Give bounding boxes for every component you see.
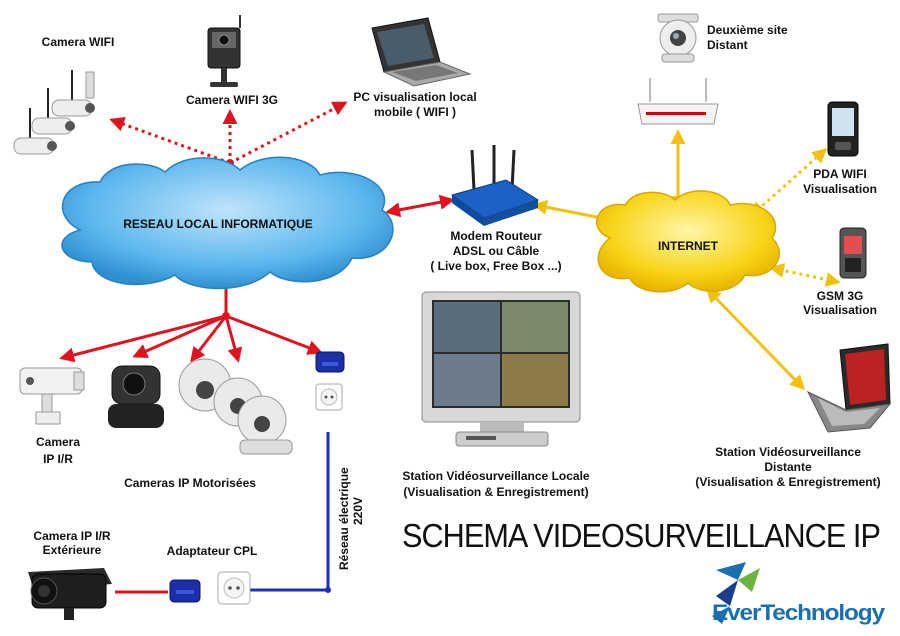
- gsm-label-line2: Visualisation: [803, 303, 877, 317]
- pda-label-line1: PDA WIFI: [813, 167, 867, 181]
- exterior-camera-label-line1: Camera IP I/R: [33, 529, 110, 543]
- exterior-camera-label-line2: Extérieure: [43, 543, 102, 557]
- laptop-icon[interactable]: [371, 17, 472, 87]
- exterior-camera-icon[interactable]: [28, 568, 112, 620]
- motorised-label: Cameras IP Motorisées: [124, 476, 256, 490]
- modem-router-icon[interactable]: [450, 145, 540, 226]
- link-lan-cpl: [225, 314, 323, 355]
- link-internet-remote-station: [705, 287, 806, 391]
- lan-cloud: RESEAU LOCAL INFORMATIQUE: [61, 156, 394, 290]
- link-internet-gsm: [769, 263, 841, 287]
- internet-label: INTERNET: [658, 239, 719, 253]
- ptz-camera-white-icon[interactable]: [178, 358, 293, 455]
- modem-label-line2: ADSL ou Câble: [453, 244, 540, 258]
- power-line-dot: [325, 587, 331, 593]
- link-lan-camera-ir: [59, 314, 227, 363]
- modem-label-line1: Modem Routeur: [450, 229, 542, 243]
- cpl-adapter-icon-bottom[interactable]: [169, 571, 251, 605]
- phone-icon[interactable]: [839, 227, 867, 279]
- local-station-label-line1: Station Vidéosurveillance Locale: [402, 469, 590, 483]
- camera-wifi-3g-label: Camera WIFI 3G: [186, 93, 278, 107]
- router-icon[interactable]: [637, 78, 719, 125]
- camera-wifi-3g-icon[interactable]: [207, 15, 241, 87]
- ir-camera-label-line1: Camera: [36, 435, 80, 449]
- internet-cloud: INTERNET: [595, 190, 780, 293]
- local-station-icon[interactable]: [421, 291, 581, 447]
- remote-station-label-line1: Station Vidéosurveillance: [715, 445, 861, 459]
- link-lan-camera-wifi: [109, 117, 231, 165]
- diagram-title: SCHEMA VIDEOSURVEILLANCE IP: [402, 517, 880, 554]
- link-internet-pda: [749, 148, 828, 217]
- camera-wifi-label: Camera WIFI: [42, 35, 115, 49]
- site2-label-line2: Distant: [707, 38, 748, 52]
- camera-wifi-icon[interactable]: [13, 70, 95, 155]
- remote-station-label-line3: (Visualisation & Enregistrement): [695, 475, 880, 489]
- ptz-camera-dark-icon[interactable]: [108, 365, 164, 428]
- power-label: Réseau électrique 220V: [337, 467, 365, 570]
- link-lan-motorised-3: [224, 315, 243, 363]
- gsm-label-line1: GSM 3G: [817, 289, 864, 303]
- ir-camera-icon[interactable]: [19, 367, 85, 425]
- link-lan-pc: [229, 101, 348, 165]
- cpl-label: Adaptateur CPL: [167, 544, 258, 558]
- remote-laptop-icon[interactable]: [806, 343, 892, 433]
- cpl-adapter-icon-top[interactable]: [315, 351, 345, 411]
- dome-camera-icon[interactable]: [657, 13, 699, 63]
- pc-label-line2: mobile ( WIFI ): [374, 105, 456, 119]
- power-label-line1: Réseau électrique: [337, 467, 351, 570]
- evertechnology-logo: EverTechnology: [712, 562, 887, 625]
- power-label-line2: 220V: [351, 497, 365, 525]
- remote-station-label-line2: Distante: [764, 460, 812, 474]
- modem-label-line3: ( Live box, Free Box ...): [430, 259, 561, 273]
- logo-star-icon: [712, 562, 760, 624]
- brand-name: EverTechnology: [712, 600, 886, 625]
- pc-label-line1: PC visualisation local: [353, 90, 476, 104]
- pda-icon[interactable]: [827, 101, 859, 157]
- link-lan-motorised-1: [132, 314, 227, 359]
- link-lan-modem: [385, 194, 455, 218]
- local-station-label-line2: (Visualisation & Enregistrement): [403, 485, 588, 499]
- site2-label-line1: Deuxième site: [707, 23, 788, 37]
- link-power-line: [250, 432, 330, 592]
- link-lan-motorised-2: [190, 315, 228, 363]
- ir-camera-label-line2: IP I/R: [43, 452, 73, 466]
- lan-label: RESEAU LOCAL INFORMATIQUE: [123, 217, 313, 231]
- pda-label-line2: Visualisation: [803, 182, 877, 196]
